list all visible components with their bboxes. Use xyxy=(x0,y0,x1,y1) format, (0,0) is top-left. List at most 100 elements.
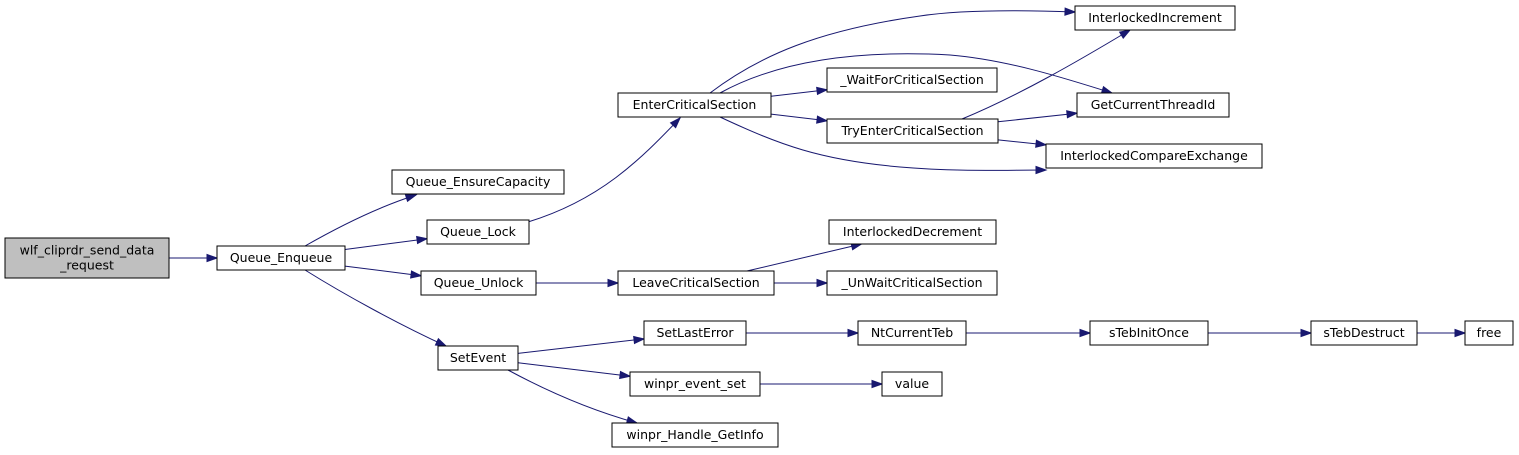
arrowhead-icon xyxy=(633,335,646,345)
node-interlockeddecrement[interactable]: InterlockedDecrement xyxy=(828,219,997,245)
edge-winpr_event_set-to-value xyxy=(760,379,884,389)
edge-line xyxy=(709,10,1076,94)
node-label: _WaitForCriticalSection xyxy=(839,72,984,87)
node-interlockedcompareexchange[interactable]: InterlockedCompareExchange xyxy=(1045,143,1263,169)
edge-Queue_Unlock-to-LeaveCriticalSection xyxy=(536,278,620,288)
node-setevent[interactable]: SetEvent xyxy=(437,345,519,371)
node-box xyxy=(629,371,761,397)
edge-SetEvent-to-winpr_Handle_GetInfo xyxy=(507,369,639,425)
node-label: sTebInitOnce xyxy=(1109,325,1189,340)
edge-LeaveCriticalSection-to-InterlockedDecrement xyxy=(746,242,864,272)
node-box xyxy=(1076,92,1230,118)
node-label: _UnWaitCriticalSection xyxy=(840,275,982,290)
arrowhead-icon xyxy=(816,115,829,124)
node-box xyxy=(881,371,943,397)
edge-Queue_Enqueue-to-Queue_Unlock xyxy=(344,265,423,279)
edge-line xyxy=(961,29,1131,120)
edge-line xyxy=(517,362,631,377)
edge-TryEnterCriticalSection-to-InterlockedCompareExchange xyxy=(997,139,1048,148)
node-box xyxy=(1089,320,1209,346)
edge-sTebDestruct-to-free xyxy=(1417,328,1467,338)
arrowhead-icon xyxy=(410,270,423,279)
edge-Queue_Lock-to-EnterCriticalSection xyxy=(527,116,682,223)
edge-line xyxy=(344,265,422,277)
node-box xyxy=(617,270,775,296)
node-box xyxy=(216,245,346,271)
node-box xyxy=(4,237,170,279)
node-box xyxy=(643,320,747,346)
node-entercriticalsection[interactable]: EnterCriticalSection xyxy=(617,92,772,118)
node-queue-ensurecapacity[interactable]: Queue_EnsureCapacity xyxy=(391,169,565,195)
arrowhead-icon xyxy=(206,253,219,263)
node-box xyxy=(828,219,997,245)
node-box xyxy=(826,118,999,144)
arrowhead-icon xyxy=(1064,7,1077,16)
arrowhead-icon xyxy=(416,235,429,245)
node-label: Queue_Unlock xyxy=(434,275,524,290)
edge-line xyxy=(517,338,645,354)
arrowhead-icon xyxy=(669,116,682,129)
edge-TryEnterCriticalSection-to-InterlockedIncrement xyxy=(961,29,1132,120)
node-setlasterror[interactable]: SetLastError xyxy=(643,320,747,346)
node-queue-lock[interactable]: Queue_Lock xyxy=(426,219,530,245)
arrowhead-icon xyxy=(1079,328,1092,338)
node-queue-unlock[interactable]: Queue_Unlock xyxy=(420,270,537,296)
node-queue-enqueue[interactable]: Queue_Enqueue xyxy=(216,245,346,271)
node-box xyxy=(426,219,530,245)
edge-EnterCriticalSection-to-TryEnterCriticalSection xyxy=(770,113,829,124)
node-free[interactable]: free xyxy=(1464,320,1514,346)
node-ntcurrentteb[interactable]: NtCurrentTeb xyxy=(857,320,967,346)
arrowhead-icon xyxy=(816,278,829,288)
node--unwaitcriticalsection[interactable]: _UnWaitCriticalSection xyxy=(826,270,998,296)
node-interlockedincrement[interactable]: InterlockedIncrement xyxy=(1074,5,1236,31)
edge-line xyxy=(304,269,447,347)
node-value[interactable]: value xyxy=(881,371,943,397)
node-label: InterlockedDecrement xyxy=(843,224,982,239)
node-getcurrentthreadid[interactable]: GetCurrentThreadId xyxy=(1076,92,1230,118)
node-label: free xyxy=(1477,325,1502,340)
arrowhead-icon xyxy=(1100,85,1114,94)
arrowhead-icon xyxy=(1118,29,1132,40)
node-box xyxy=(857,320,967,346)
node-label: sTebDestruct xyxy=(1323,325,1404,340)
node-label: EnterCriticalSection xyxy=(633,97,757,112)
node-label: winpr_Handle_GetInfo xyxy=(626,427,763,442)
edge-SetEvent-to-winpr_event_set xyxy=(517,362,632,380)
node-label: Queue_EnsureCapacity xyxy=(406,174,551,189)
edge-TryEnterCriticalSection-to-GetCurrentThreadId xyxy=(997,110,1079,123)
node-box xyxy=(826,270,998,296)
node-tryentercriticalsection[interactable]: TryEnterCriticalSection xyxy=(826,118,999,144)
edge-EnterCriticalSection-to-InterlockedCompareExchange xyxy=(719,116,1048,175)
node-label: LeaveCriticalSection xyxy=(632,275,759,290)
node-stebinitonce[interactable]: sTebInitOnce xyxy=(1089,320,1209,346)
edge-line xyxy=(304,194,417,247)
node-stebdestruct[interactable]: sTebDestruct xyxy=(1310,320,1418,346)
node-label: _request xyxy=(59,257,114,272)
node-winpr-event-set[interactable]: winpr_event_set xyxy=(629,371,761,397)
node-box xyxy=(617,92,772,118)
edge-sTebInitOnce-to-sTebDestruct xyxy=(1208,328,1313,338)
node-box xyxy=(420,270,537,296)
edge-line xyxy=(719,116,1047,171)
node-label: TryEnterCriticalSection xyxy=(840,123,983,138)
node-wlf-cliprdr-send-data-request[interactable]: wlf_cliprdr_send_data_request xyxy=(4,237,170,279)
arrowhead-icon xyxy=(1035,165,1048,175)
arrowhead-icon xyxy=(1300,328,1313,338)
edge-SetLastError-to-NtCurrentTeb xyxy=(746,328,860,338)
edge-line xyxy=(719,53,1113,94)
node-winpr-handle-getinfo[interactable]: winpr_Handle_GetInfo xyxy=(611,422,779,448)
node--waitforcriticalsection[interactable]: _WaitForCriticalSection xyxy=(826,67,998,93)
node-label: SetEvent xyxy=(450,350,506,365)
edge-NtCurrentTeb-to-sTebInitOnce xyxy=(966,328,1092,338)
edge-line xyxy=(507,369,638,424)
arrowhead-icon xyxy=(404,194,418,203)
node-box xyxy=(1464,320,1514,346)
node-leavecriticalsection[interactable]: LeaveCriticalSection xyxy=(617,270,775,296)
node-label: wlf_cliprdr_send_data xyxy=(20,242,155,257)
edge-EnterCriticalSection-to-_WaitForCriticalSection xyxy=(770,86,829,97)
node-label: SetLastError xyxy=(656,325,734,340)
arrowhead-icon xyxy=(619,370,632,380)
edge-line xyxy=(997,112,1078,123)
arrowhead-icon xyxy=(847,328,860,338)
